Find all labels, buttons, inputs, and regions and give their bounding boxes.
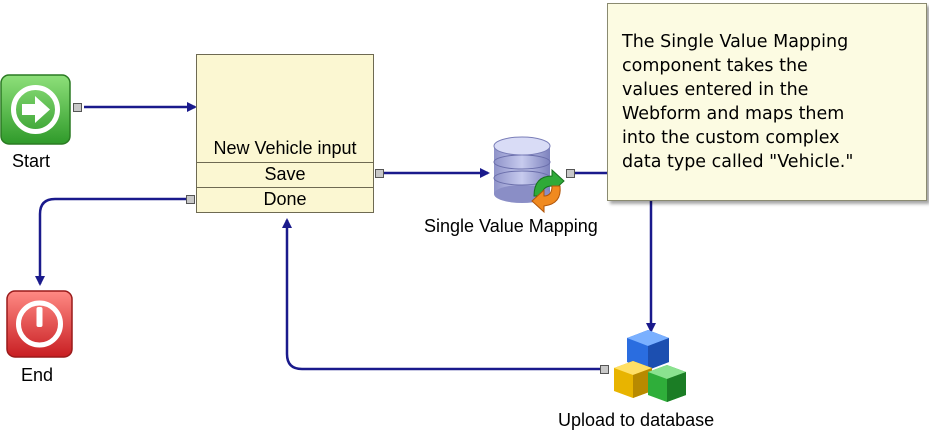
connector-upload-to-form (282, 218, 601, 371)
end-label: End (21, 365, 54, 385)
save-output-port[interactable] (375, 169, 384, 178)
upload-to-database-label: Upload to database (558, 410, 715, 430)
connector-done-to-end (35, 197, 187, 286)
cubes-icon (614, 330, 686, 402)
done-output-port[interactable] (186, 195, 195, 204)
power-icon (16, 300, 63, 348)
form-node-title: New Vehicle input (213, 138, 357, 158)
form-output-done[interactable]: Done (197, 187, 373, 212)
arrow-right-icon (11, 85, 60, 134)
start-output-port[interactable] (73, 103, 82, 112)
new-vehicle-input-node[interactable]: New Vehicle input Save Done (196, 54, 374, 213)
mapping-output-port[interactable] (566, 169, 575, 178)
end-node[interactable] (6, 290, 73, 358)
annotation-note: The Single Value Mapping component takes… (607, 3, 927, 201)
start-node[interactable] (0, 74, 71, 145)
database-refresh-icon (493, 136, 565, 214)
upload-output-port[interactable] (600, 365, 609, 374)
annotation-note-text: The Single Value Mapping component takes… (622, 32, 854, 172)
single-value-mapping-label: Single Value Mapping (424, 216, 598, 236)
start-label: Start (12, 151, 51, 171)
form-output-save[interactable]: Save (197, 162, 373, 187)
